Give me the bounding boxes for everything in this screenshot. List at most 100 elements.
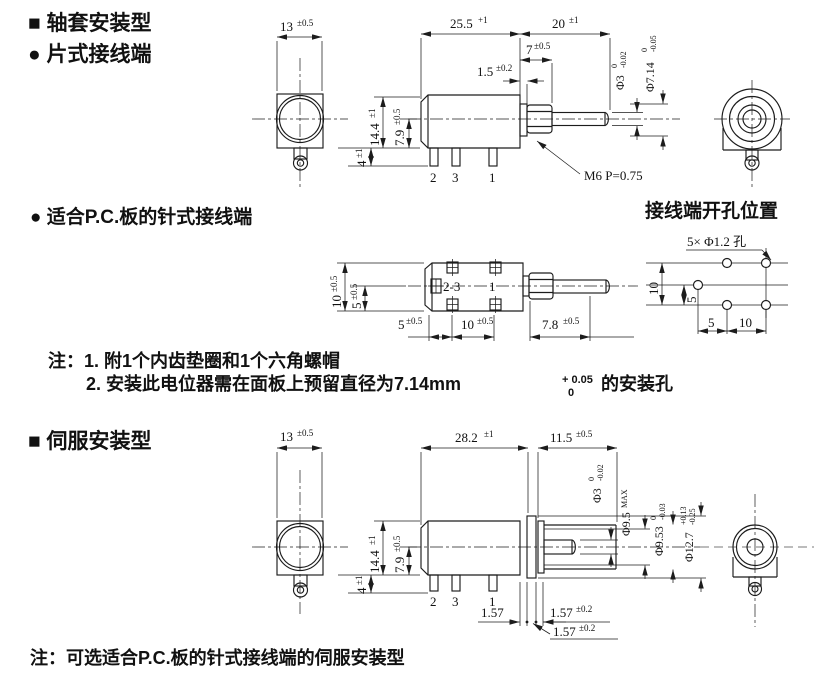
servo-dim-4-tol: ±1 — [354, 576, 364, 585]
servo-dim-28-2-tol: ±1 — [484, 429, 493, 439]
terminal-1-label: 1 — [489, 170, 496, 185]
dim-7-tol: ±0.5 — [534, 41, 551, 51]
servo-dim-14-4-tol: ±1 — [367, 536, 377, 545]
pc-dim-b5-tol: ±0.5 — [406, 316, 423, 326]
thread-spec-label: M6 P=0.75 — [584, 168, 643, 183]
pc-pin-top-view: 2-3 1 10 ±0.5 5 ±0.5 — [329, 259, 638, 341]
servo-terminal-2-label: 2 — [430, 594, 437, 609]
dim-14-4-tol: ±1 — [367, 109, 377, 118]
dim-13-value: 13 — [280, 19, 293, 34]
chip-terminal-heading: ● 片式接线端 — [28, 42, 152, 66]
servo-mount-section: ■ 伺服安装型 13 ±0.5 14.4 — [28, 428, 814, 668]
servo-terminal-1-label: 1 — [489, 594, 496, 609]
dim-20-value: 20 — [552, 16, 565, 31]
dim-13-tol: ±0.5 — [297, 18, 314, 28]
servo-dim-14-4-value: 14.4 — [367, 550, 382, 573]
servo-dim-1-57b-value: 1.57 — [553, 624, 576, 639]
servo-rear-view — [700, 494, 814, 627]
servo-dim-dia3-value: Φ3 — [590, 488, 604, 503]
pc-dim-b78-value: 7.8 — [542, 317, 558, 332]
bushing-type-heading: ■ 轴套安装型 — [28, 11, 152, 35]
bushing-mount-section: ■ 轴套安装型 ● 片式接线端 13 ±0.5 — [28, 11, 790, 188]
servo-dim-dia3-tol-lower: -0.02 — [596, 464, 605, 481]
bushing-front-view: 13 ±0.5 — [252, 18, 348, 188]
pc-dim-v5-value: 5 — [349, 303, 364, 310]
dim-dia7-14-tol-lower: -0.05 — [649, 35, 658, 52]
servo-terminal-3-label: 3 — [452, 594, 459, 609]
dim-1-5-tol: ±0.2 — [496, 63, 512, 73]
servo-dim-dia9-5-value: Φ9.5 — [619, 512, 633, 536]
pin-label-1: 1 — [489, 279, 496, 294]
pc-pin-section: ● 适合P.C.板的针式接线端 2- — [30, 205, 673, 399]
note-2-suffix: 的安装孔 — [601, 373, 673, 394]
servo-dim-1-57-gap: 1.57 — [481, 605, 504, 620]
servo-dim-13-value: 13 — [280, 429, 293, 444]
terminal-2-label: 2 — [430, 170, 437, 185]
bushing-rear-view — [714, 80, 790, 188]
terminal-hole-section: 接线端开孔位置 5× Φ1.2 孔 10 5 5 10 — [645, 199, 788, 334]
dim-25-5-value: 25.5 — [450, 16, 473, 31]
hole-dim-h5: 5 — [708, 315, 715, 330]
servo-dim-1-57b-tol: ±0.2 — [579, 623, 595, 633]
servo-dim-1-57a-value: 1.57 — [550, 605, 573, 620]
servo-dim-dia12-7-tol-lower: -0.25 — [688, 508, 697, 525]
servo-dim-1-57a-tol: ±0.2 — [576, 604, 592, 614]
servo-dim-7-9-value: 7.9 — [392, 557, 407, 573]
dim-7-9-tol: ±0.5 — [392, 108, 402, 125]
hole-dim-v5: 5 — [684, 297, 699, 304]
note-2-tol-lower: 0 — [568, 387, 574, 399]
servo-side-view: 2 3 1 28.2 ±1 11.5 ±0.5 — [408, 429, 706, 640]
dim-25-5-tol: +1 — [478, 15, 488, 25]
note-2-main: 2. 安装此电位器需在面板上预留直径为7.14mm — [86, 373, 461, 394]
dim-4-tol: ±1 — [354, 149, 364, 158]
pin-label-2-3: 2-3 — [443, 279, 460, 294]
dim-14-4-value: 14.4 — [367, 123, 382, 146]
pc-dim-b78-tol: ±0.5 — [563, 316, 580, 326]
servo-dim-7-9-tol: ±0.5 — [392, 535, 402, 552]
dim-dia3-value: Φ3 — [613, 75, 627, 90]
servo-dim-4-value: 4 — [354, 587, 369, 594]
dim-dia7-14-tol-upper: 0 — [640, 48, 649, 52]
servo-note: 注：可选适合P.C.板的针式接线端的伺服安装型 — [30, 647, 405, 668]
servo-height-dimensions: 14.4 ±1 7.9 ±0.5 4 ±1 — [338, 520, 428, 594]
dim-1-5-value: 1.5 — [477, 64, 493, 79]
hole-dim-v10: 10 — [646, 282, 661, 295]
dim-4-value: 4 — [354, 160, 369, 167]
dim-dia7-14-value: Φ7.14 — [643, 62, 657, 92]
servo-front-view: 13 ±0.5 — [252, 428, 348, 614]
note-1: 注：1. 附1个内齿垫圈和1个六角螺帽 — [48, 350, 340, 371]
dim-7-9-value: 7.9 — [392, 130, 407, 146]
flange-thickness-dims: 1.57 1.57 ±0.2 1.57 ±0.2 — [478, 582, 618, 640]
servo-dim-13-tol: ±0.5 — [297, 428, 314, 438]
servo-dim-dia12-7-tol-upper: +0.13 — [679, 506, 688, 525]
pc-dim-v5-tol: ±0.5 — [349, 283, 359, 300]
hole-position-title: 接线端开孔位置 — [645, 199, 778, 222]
servo-dim-dia9-53-value: Φ9.53 — [652, 526, 666, 556]
servo-dim-11-5-value: 11.5 — [550, 430, 572, 445]
pc-pin-heading: ● 适合P.C.板的针式接线端 — [30, 205, 252, 228]
pc-dim-b10-value: 10 — [461, 317, 474, 332]
mounting-notes: 注：1. 附1个内齿垫圈和1个六角螺帽 2. 安装此电位器需在面板上预留直径为7… — [48, 350, 673, 399]
servo-dim-11-5-tol: ±0.5 — [576, 429, 593, 439]
pc-dim-v10-tol: ±0.5 — [329, 275, 339, 292]
servo-dim-dia12-7-value: Φ12.7 — [682, 532, 696, 562]
hole-count-label: 5× Φ1.2 孔 — [687, 234, 746, 249]
servo-dim-dia3-tol-upper: 0 — [587, 477, 596, 481]
servo-dim-dia9-53-tol-upper: 0 — [649, 516, 658, 520]
dim-dia3-tol-upper: 0 — [610, 64, 619, 68]
dim-7-value: 7 — [526, 42, 533, 57]
servo-dim-dia9-5-max: MAX — [620, 489, 629, 508]
bushing-side-view: 2 3 1 25.5 +1 20 ±1 7 ±0.5 1.5 ±0. — [408, 15, 680, 185]
servo-dim-28-2-value: 28.2 — [455, 430, 478, 445]
servo-dim-dia9-53-tol-lower: -0.03 — [658, 503, 667, 520]
bushing-height-dimensions: 14.4 ±1 7.9 ±0.5 4 ±1 — [338, 96, 428, 167]
dim-dia3-tol-lower: -0.02 — [619, 51, 628, 68]
note-2-tol-upper: + 0.05 — [562, 374, 593, 386]
dim-20-tol: ±1 — [569, 15, 578, 25]
servo-type-heading: ■ 伺服安装型 — [28, 429, 152, 453]
terminal-3-label: 3 — [452, 170, 459, 185]
pc-dim-b5-value: 5 — [398, 317, 405, 332]
hole-dim-h10: 10 — [739, 315, 752, 330]
